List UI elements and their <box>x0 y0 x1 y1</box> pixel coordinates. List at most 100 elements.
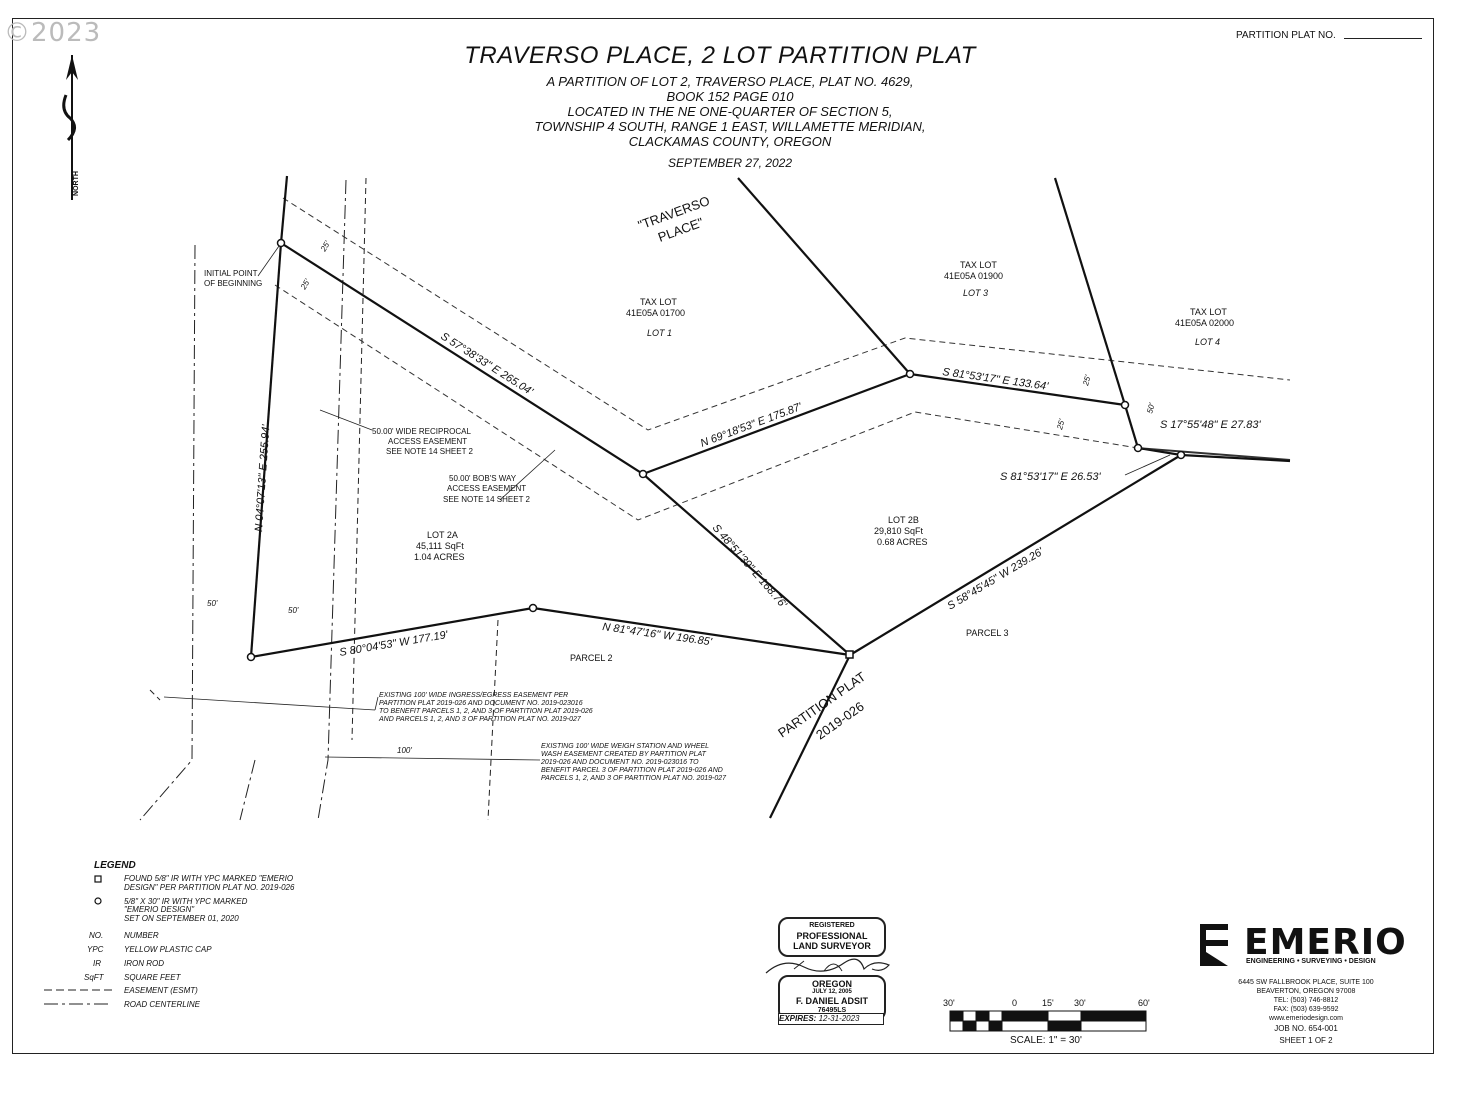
lot-2b-acres: 0.68 ACRES <box>877 537 928 547</box>
scale-tick-30-left: 30' <box>943 998 955 1008</box>
emerio-tagline: ENGINEERING • SURVEYING • DESIGN <box>1246 958 1376 965</box>
legend-text-ir: IRON ROD <box>124 959 164 968</box>
stamp-registered-line2: PROFESSIONAL <box>796 931 868 941</box>
parcel-2-label: PARCEL 2 <box>570 653 613 663</box>
stamp-expires-label: EXPIRES: <box>779 1014 817 1023</box>
legend-set-1: 5/8" X 30" IR WITH YPC MARKED <box>124 897 248 906</box>
ingress-easement-2: PARTITION PLAT 2019-026 AND DOCUMENT NO.… <box>379 700 583 707</box>
emerio-wordmark: EMERIO <box>1244 922 1407 963</box>
scale-tick-60: 60' <box>1138 998 1150 1008</box>
address-line-2: BEAVERTON, OREGON 97008 <box>1256 988 1356 995</box>
scale-tick-30: 30' <box>1074 998 1086 1008</box>
lot-2a-acres: 1.04 ACRES <box>414 552 465 562</box>
subtitle-line-2: BOOK 152 PAGE 010 <box>666 89 794 104</box>
weigh-easement-2: WASH EASEMENT CREATED BY PARTITION PLAT <box>541 751 706 758</box>
stamp-registered-line3: LAND SURVEYOR <box>793 941 871 951</box>
scale-tick-0: 0 <box>1012 998 1018 1008</box>
company-address: 6445 SW FALLBROOK PLACE, SUITE 100 BEAVE… <box>1226 978 1386 1045</box>
bobs-way-easement-1: 50.00' BOB'S WAY <box>449 474 517 483</box>
emerio-logo-icon <box>1200 924 1228 966</box>
surveyor-signature <box>765 958 891 974</box>
tax-lot-2000-line1: TAX LOT <box>1190 307 1227 317</box>
stamp-registered: REGISTERED PROFESSIONAL LAND SURVEYOR <box>778 917 886 957</box>
legend-text-road: ROAD CENTERLINE <box>124 1000 201 1009</box>
stamp-expires-value: 12-31-2023 <box>818 1014 860 1023</box>
legend-found-2: DESIGN" PER PARTITION PLAT NO. 2019-026 <box>124 883 295 892</box>
legend-abbr-ypc: YPC <box>87 945 104 954</box>
subtitle-line-5: CLACKAMAS COUNTY, OREGON <box>628 134 832 149</box>
bobs-way-easement-3: SEE NOTE 14 SHEET 2 <box>443 495 530 504</box>
stamp-state-number: 76495LS <box>817 1007 847 1014</box>
weigh-easement-1: EXISTING 100' WIDE WEIGH STATION AND WHE… <box>541 743 710 750</box>
partition-plat-no-line <box>1344 38 1422 39</box>
scale-text: SCALE: 1" = 30' <box>1010 1035 1082 1046</box>
parcel-3-label: PARCEL 3 <box>966 628 1009 638</box>
subtitle-line-4: TOWNSHIP 4 SOUTH, RANGE 1 EAST, WILLAMET… <box>534 119 926 134</box>
tax-lot-1900-lot: LOT 3 <box>963 288 989 298</box>
tax-lot-1900-line1: TAX LOT <box>960 260 997 270</box>
stamp-state-oregon: OREGON <box>811 979 852 989</box>
stamp-state-name: F. DANIEL ADSIT <box>795 996 868 1006</box>
reciprocal-easement-3: SEE NOTE 14 SHEET 2 <box>386 447 473 456</box>
north-arrow-icon <box>62 55 78 200</box>
tax-lot-1700-line2: 41E05A 01700 <box>626 308 686 318</box>
set-monument-icon <box>94 897 102 905</box>
reciprocal-easement-1: 50.00' WIDE RECIPROCAL <box>372 427 471 436</box>
tax-lot-1900-line2: 41E05A 01900 <box>944 271 1004 281</box>
weigh-easement-3: 2019-026 AND DOCUMENT NO. 2019-023016 TO <box>541 759 699 766</box>
address-tel: TEL: (503) 746-8812 <box>1273 997 1339 1004</box>
lot-2a-label: LOT 2A <box>427 530 458 540</box>
dim-50a: 50' <box>1145 402 1157 415</box>
plat-date: SEPTEMBER 27, 2022 <box>667 156 793 170</box>
address-fax: FAX: (503) 639-9592 <box>1273 1006 1339 1013</box>
weigh-easement-5: PARCELS 1, 2, AND 3 OF PARTITION PLAT NO… <box>541 775 727 782</box>
legend-set-2: "EMERIO DESIGN" <box>124 905 195 914</box>
weigh-easement-4: BENEFIT PARCEL 3 OF PARTITION PLAT 2019-… <box>541 767 723 774</box>
bobs-way-easement-2: ACCESS EASEMENT <box>447 484 527 493</box>
legend-found-1: FOUND 5/8" IR WITH YPC MARKED "EMERIO <box>124 874 294 883</box>
legend: LEGEND <box>84 860 136 871</box>
partition-plat-no-label: PARTITION PLAT NO. <box>1236 30 1336 41</box>
ingress-easement-1: EXISTING 100' WIDE INGRESS/EGRESS EASEME… <box>379 692 569 699</box>
legend-text-sqft: SQUARE FEET <box>124 973 181 982</box>
dim-100: 100' <box>397 746 412 755</box>
lot-2b-area: 29,810 SqFt <box>874 526 924 536</box>
stamp-state-date: JULY 12, 2005 <box>812 989 852 995</box>
plat-title: TRAVERSO PLACE, 2 LOT PARTITION PLAT <box>464 42 976 69</box>
job-number: JOB NO. 654-001 <box>1274 1024 1338 1033</box>
ingress-easement-4: AND PARCELS 1, 2, AND 3 OF PARTITION PLA… <box>379 716 581 723</box>
lot-2b-label: LOT 2B <box>888 515 919 525</box>
scale-tick-15: 15' <box>1042 998 1054 1008</box>
dim-50b: 50' <box>207 599 218 608</box>
subtitle-line-3: LOCATED IN THE NE ONE-QUARTER OF SECTION… <box>567 104 893 119</box>
dim-25d: 25' <box>1055 418 1067 432</box>
tax-lot-2000-lot: LOT 4 <box>1195 337 1221 347</box>
legend-text-no: NUMBER <box>124 931 159 940</box>
tax-lot-1700-lot: LOT 1 <box>647 328 673 338</box>
address-web: www.emeriodesign.com <box>1269 1015 1343 1022</box>
legend-text-ypc: YELLOW PLASTIC CAP <box>124 945 212 954</box>
sheet-number: SHEET 1 OF 2 <box>1279 1036 1333 1045</box>
stamp-expires: EXPIRES: 12-31-2023 <box>778 1013 884 1025</box>
bearing-east-tie: S 81°53'17" E 26.53' <box>1000 471 1101 483</box>
dim-50c: 50' <box>288 606 299 615</box>
subtitle-line-1: A PARTITION OF LOT 2, TRAVERSO PLACE, PL… <box>546 74 914 89</box>
bearing-east-short: S 17°55'48" E 27.83' <box>1160 419 1261 431</box>
dim-25c: 25' <box>1081 374 1093 388</box>
stamp-registered-line1: REGISTERED <box>809 922 855 929</box>
tax-lot-1700-line1: TAX LOT <box>640 297 677 307</box>
ingress-easement-3: TO BENEFIT PARCELS 1, 2, AND 3 OF PARTIT… <box>379 708 593 715</box>
tax-lot-2000-line2: 41E05A 02000 <box>1175 318 1235 328</box>
drawing-border <box>12 18 1434 1054</box>
found-monument-icon <box>94 875 102 883</box>
initial-point-label-2: OF BEGINNING <box>204 279 263 288</box>
reciprocal-easement-2: ACCESS EASEMENT <box>388 437 468 446</box>
legend-abbr-ir: IR <box>93 959 101 968</box>
legend-title: LEGEND <box>94 860 136 871</box>
copyright-watermark: ©2023 <box>4 18 102 48</box>
legend-text-easement: EASEMENT (ESMT) <box>124 986 198 995</box>
address-line-1: 6445 SW FALLBROOK PLACE, SUITE 100 <box>1238 979 1374 986</box>
